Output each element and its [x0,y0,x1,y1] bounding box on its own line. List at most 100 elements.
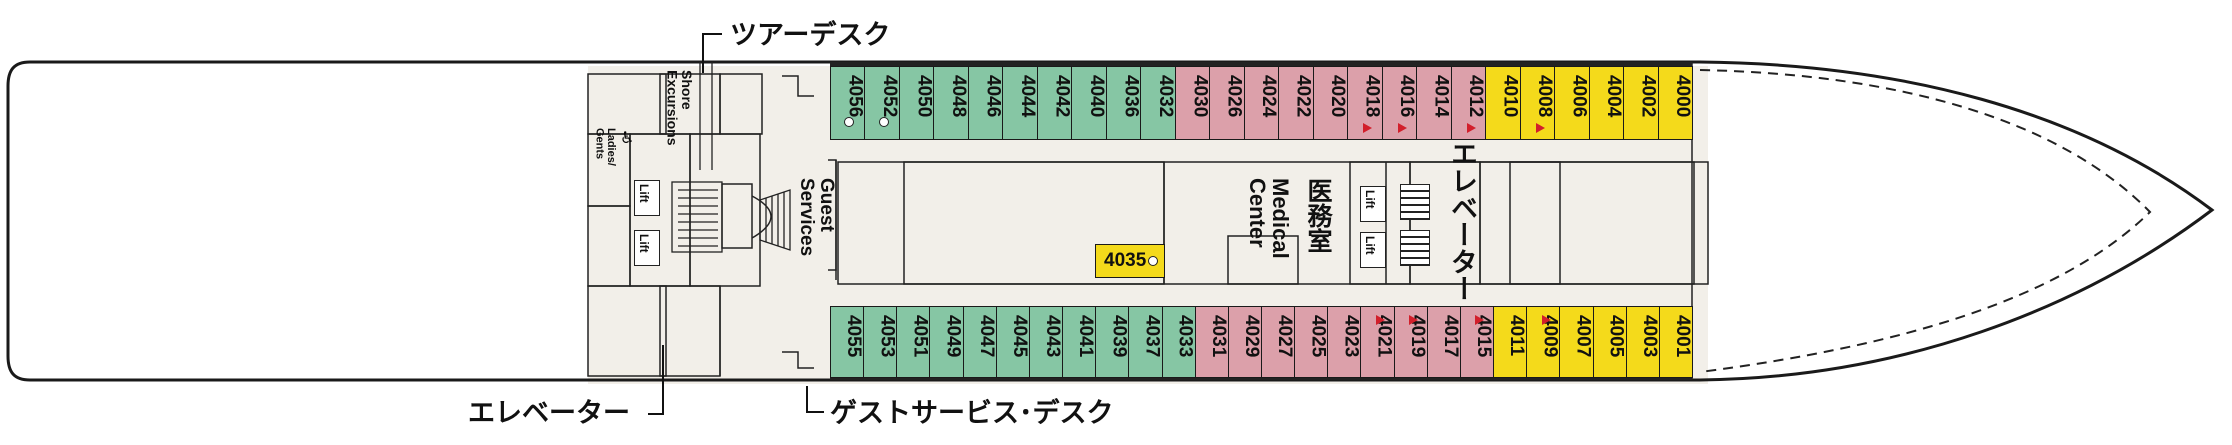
cabin-4022[interactable]: 4022 [1278,66,1314,140]
cabin-number: 4040 [1085,75,1107,118]
cabin-number: 4033 [1174,315,1196,358]
cabin-4006[interactable]: 4006 [1554,66,1590,140]
cabin-number: 4022 [1292,75,1314,118]
lift-aft-lower[interactable]: Lift [634,230,660,266]
cabin-number: 4017 [1439,315,1461,358]
cabin-4007[interactable]: 4007 [1559,306,1594,378]
cabin-4051[interactable]: 4051 [896,306,931,378]
cabin-4004[interactable]: 4004 [1588,66,1625,140]
cabin-4016[interactable]: 4016 [1381,66,1418,140]
cabin-4008[interactable]: 4008 [1519,66,1556,140]
cabin-4035-number: 4035 [1104,250,1147,271]
cabin-4031[interactable]: 4031 [1194,306,1229,378]
cabin-4018[interactable]: 4018 [1347,66,1383,140]
cabin-4024[interactable]: 4024 [1243,66,1280,140]
cabin-number: 4003 [1638,315,1660,358]
cabin-number: 4012 [1465,75,1487,118]
cabin-4017[interactable]: 4017 [1426,306,1461,378]
cabin-4032[interactable]: 4032 [1140,66,1176,140]
cabin-number: 4019 [1406,315,1428,358]
cabin-4009[interactable]: 4009 [1526,306,1561,378]
cabin-number: 4007 [1572,315,1594,358]
cabin-4033[interactable]: 4033 [1161,306,1196,378]
cabin-4044[interactable]: 4044 [1002,66,1038,140]
cabin-number: 4047 [975,315,997,358]
elevator-label: エレベーター [468,398,630,429]
cabin-4040[interactable]: 4040 [1071,66,1107,140]
cabin-4041[interactable]: 4041 [1062,306,1097,378]
cabin-number: 4024 [1258,75,1280,118]
cabin-4048[interactable]: 4048 [933,66,969,140]
bow-dashed-line [1699,69,2152,373]
cabin-number: 4018 [1361,75,1383,118]
guest-services-counter [828,159,837,280]
cabin-4020[interactable]: 4020 [1312,66,1349,140]
cabin-4015[interactable]: 4015 [1459,306,1495,378]
cabin-number: 4011 [1506,315,1528,357]
cabin-4001[interactable]: 4001 [1658,306,1693,378]
lift-label: Lift [1363,190,1377,209]
guest-services-label: Guest Services [796,178,837,257]
cabin-number: 4041 [1075,315,1097,358]
aft-service-area [587,73,772,377]
cabin-4025[interactable]: 4025 [1294,306,1329,378]
cabin-4021[interactable]: 4021 [1360,306,1395,378]
cabin-4036[interactable]: 4036 [1105,66,1142,140]
flag-marker-icon [1466,123,1476,133]
cabin-number: 4020 [1327,75,1349,118]
cabin-4046[interactable]: 4046 [967,66,1004,140]
cabin-4010[interactable]: 4010 [1485,66,1521,140]
cabin-4027[interactable]: 4027 [1261,306,1296,378]
cabin-4047[interactable]: 4047 [962,306,997,378]
cabin-number: 4021 [1373,315,1395,358]
flag-marker-icon [1409,315,1419,325]
cabin-4056[interactable]: 4056 [830,66,866,140]
cabin-4042[interactable]: 4042 [1036,66,1073,140]
cabin-4002[interactable]: 4002 [1623,66,1659,140]
cabin-number: 4014 [1430,75,1452,118]
cabin-number: 4008 [1534,75,1556,118]
shore-excursions-booth [699,62,713,170]
cabin-dot-icon [878,117,889,127]
cabin-4055[interactable]: 4055 [830,306,865,378]
cabin-4052[interactable]: 4052 [864,66,900,140]
lift-center-upper[interactable]: Lift [1360,186,1386,222]
flag-marker-icon [1541,315,1551,325]
cabin-number: 4025 [1307,315,1329,358]
cabin-number: 4045 [1008,315,1030,358]
ladies-gents-label: Ladies/ Gents [593,128,617,166]
cabin-4011[interactable]: 4011 [1493,306,1528,378]
cabin-4039[interactable]: 4039 [1095,306,1130,378]
cabin-4019[interactable]: 4019 [1393,306,1428,378]
cabin-4030[interactable]: 4030 [1174,66,1211,140]
cabin-4003[interactable]: 4003 [1625,306,1660,378]
cabin-4049[interactable]: 4049 [929,306,964,378]
cabin-number: 4030 [1189,75,1211,118]
cabin-4026[interactable]: 4026 [1209,66,1245,140]
cabin-4053[interactable]: 4053 [863,306,898,378]
guest-desk-label: ゲストサービス･デスク [830,398,1114,429]
cabin-4012[interactable]: 4012 [1450,66,1487,140]
flag-marker-icon [1397,123,1407,133]
cabin-4043[interactable]: 4043 [1028,306,1064,378]
cabin-4035[interactable]: 4035 [1095,244,1165,278]
cabin-4023[interactable]: 4023 [1327,306,1362,378]
lift-aft-upper[interactable]: Lift [634,180,660,216]
lift-label: Lift [1363,236,1377,255]
bottom-edge-strip [830,376,1692,380]
cabin-4045[interactable]: 4045 [995,306,1030,378]
cabin-4005[interactable]: 4005 [1592,306,1627,378]
cabin-4000[interactable]: 4000 [1657,66,1693,140]
lift-label: Lift [637,234,651,253]
hull-outline [6,60,2215,382]
cabin-dot-icon [1148,256,1158,266]
lift-center-lower[interactable]: Lift [1360,232,1386,268]
cabin-4014[interactable]: 4014 [1416,66,1452,140]
cabin-number: 4027 [1274,315,1296,358]
cabin-number: 4004 [1603,75,1625,118]
cabin-number: 4048 [947,75,969,118]
cabin-4037[interactable]: 4037 [1128,306,1163,378]
cabin-4050[interactable]: 4050 [898,66,935,140]
cabin-4029[interactable]: 4029 [1227,306,1262,378]
